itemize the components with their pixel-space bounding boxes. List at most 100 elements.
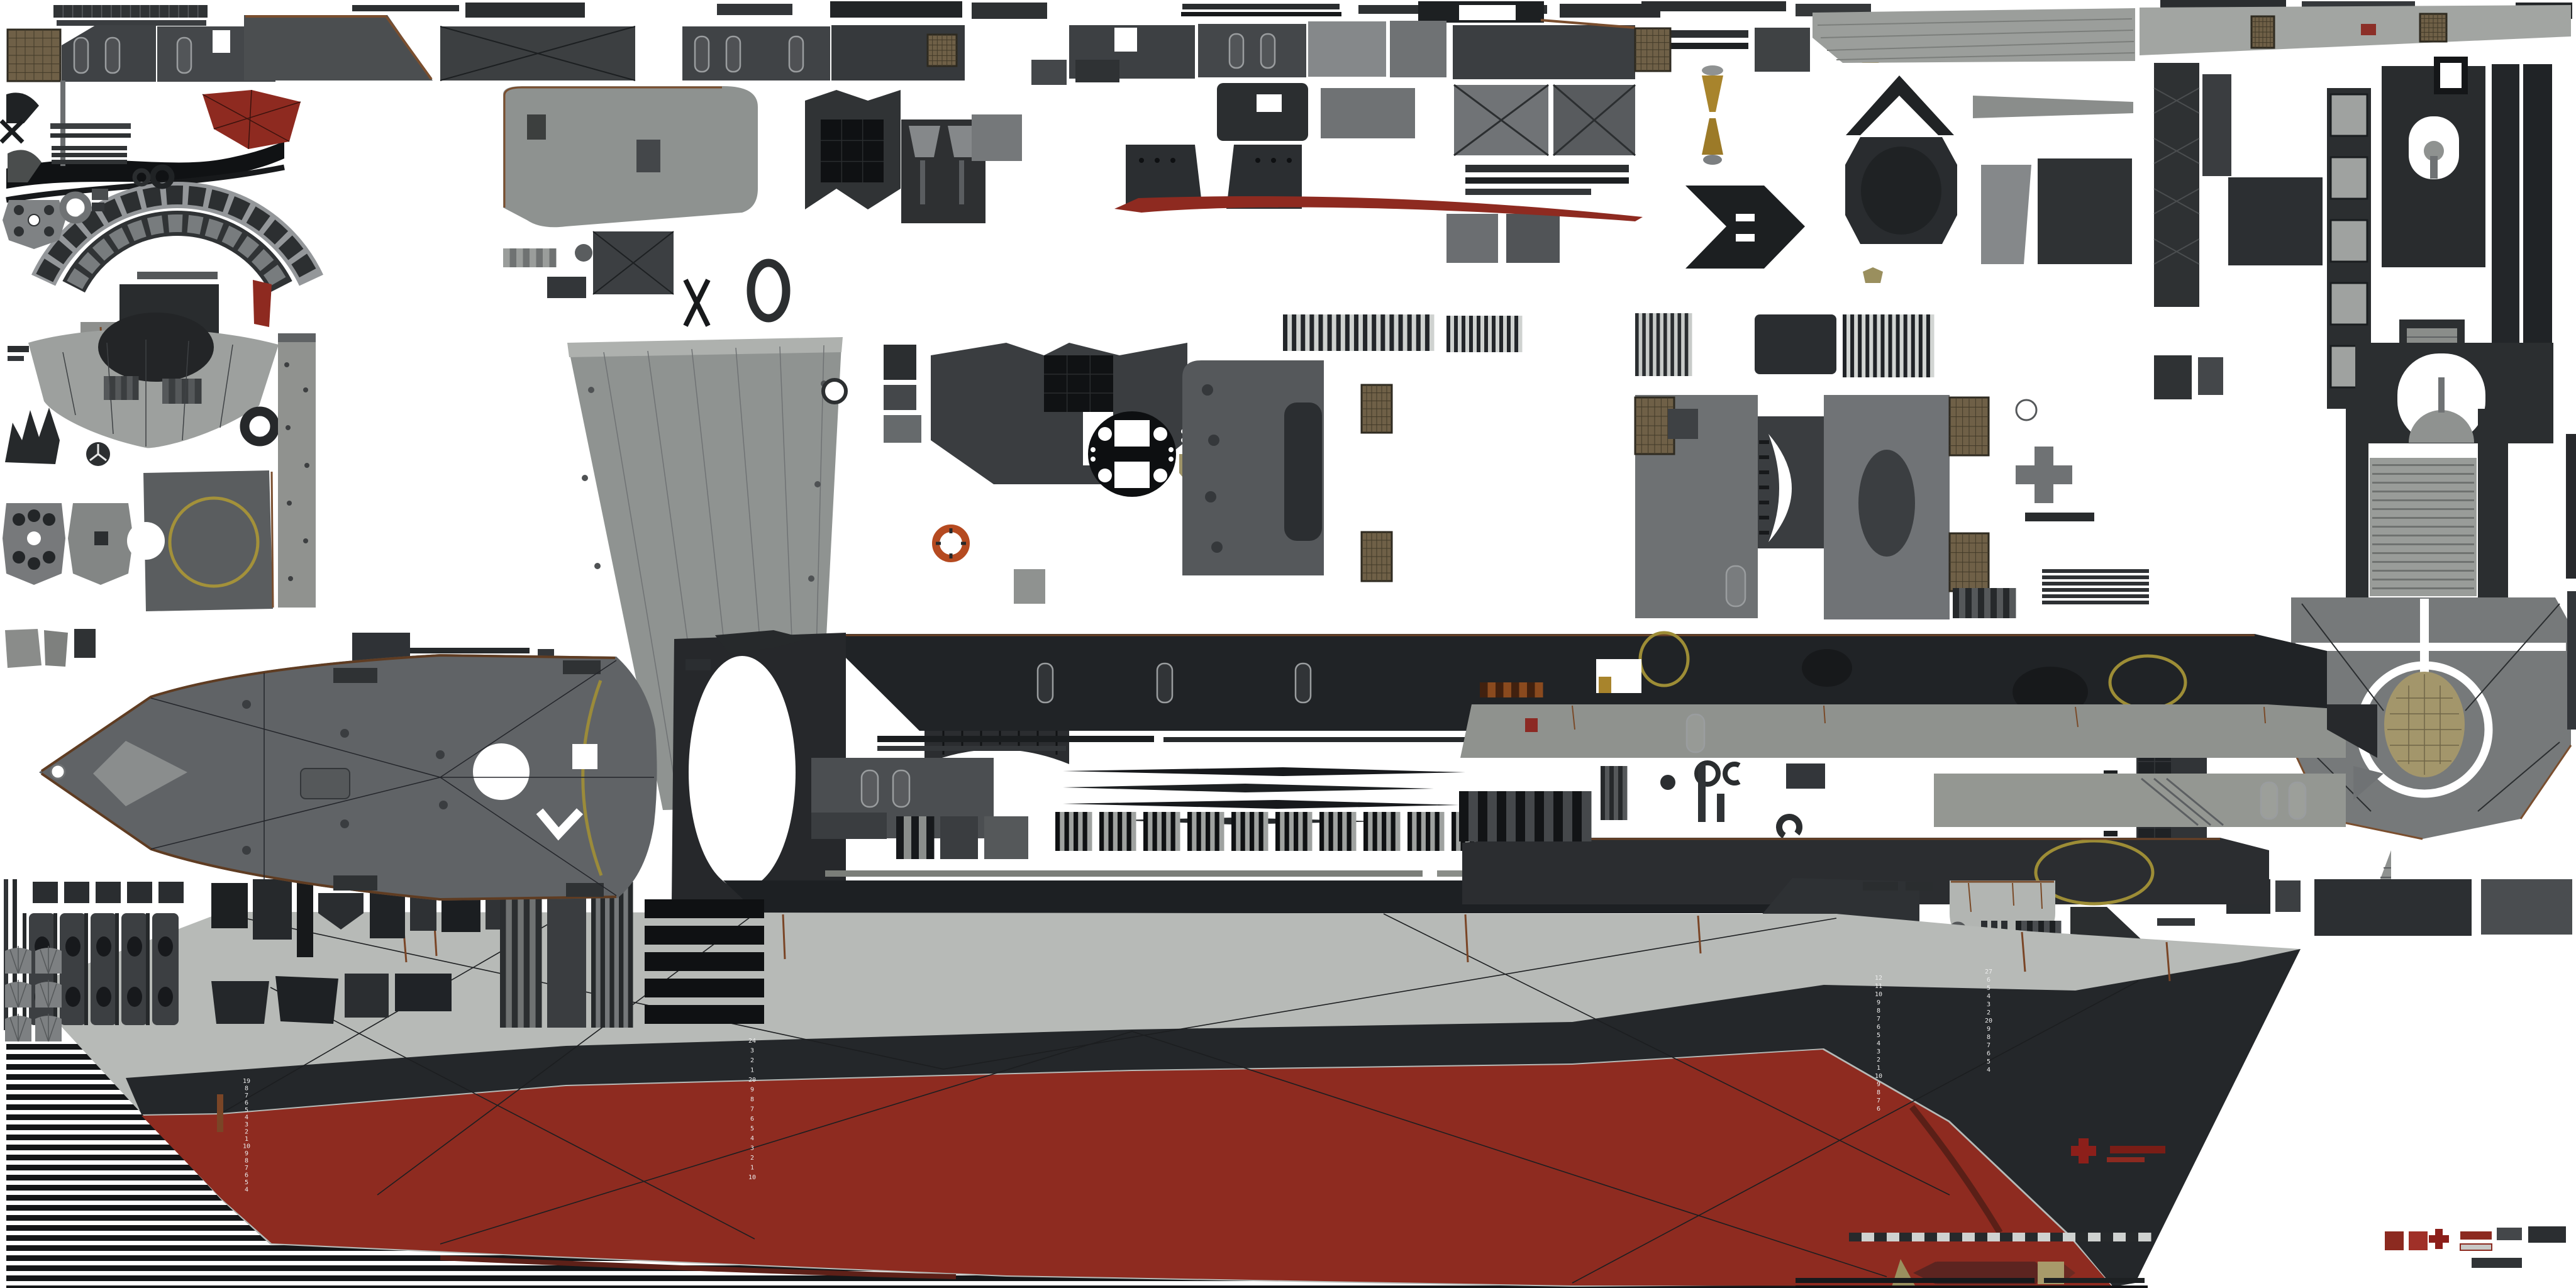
dashed-strip (1849, 1233, 2151, 1241)
capstan-row-2 (1099, 812, 1136, 851)
small-block-pair (972, 114, 1022, 161)
mast-lattice-grid (2153, 87, 2200, 265)
bottom-bar (1796, 1285, 2148, 1288)
spoke-disc-spokes (89, 444, 107, 462)
hull-antifouling-red (142, 1050, 2112, 1286)
hull-top-wedge-ribs (1817, 18, 2135, 60)
rusty-bow-plate-2 (44, 630, 68, 667)
yard-spar-3 (1063, 800, 1459, 809)
top-bits (1906, 882, 1933, 891)
aft-slab-gray (2481, 879, 2572, 935)
khaki-pentagon (1863, 267, 1883, 283)
mid-wall-doors (860, 769, 911, 808)
draft-mark-digit: 5 (245, 1179, 248, 1186)
strip-mesh-pane (2419, 13, 2448, 43)
capstan-row-7 (1319, 812, 1357, 851)
barcode-strips (1446, 316, 1523, 352)
thin-black-strip (877, 736, 1154, 742)
long-light-strip (825, 870, 1423, 877)
black-x-small (683, 279, 711, 327)
post-bar (1698, 764, 1706, 822)
gray-bit (2497, 1228, 2522, 1240)
fish-piece (715, 630, 808, 654)
gray-fan (8, 150, 42, 182)
kingpost-striped (591, 882, 633, 1028)
bollard-plate (146, 913, 179, 1025)
barcode-strips (1283, 314, 1435, 351)
hook-bits (8, 346, 29, 352)
bow-deck-diamond (93, 741, 187, 806)
mast-housing-slot (1257, 94, 1282, 112)
cyl-block (940, 816, 978, 859)
parts-column (884, 415, 921, 443)
bar-block (52, 146, 127, 164)
funnel-top-shade (1861, 147, 1941, 235)
fitting-poly (275, 976, 338, 1024)
gun-barrel-1 (920, 160, 925, 204)
draft-mark-digit: 4 (245, 1114, 248, 1121)
forecastle-fittings-2 (636, 140, 660, 172)
draft-mark-digit: 6 (1877, 1024, 1880, 1031)
wall-doors-3 (1198, 24, 1306, 77)
aft-bulkhead-door (1685, 713, 1706, 753)
wedge-fan (35, 946, 62, 974)
hull-bilge-shadow (440, 1255, 957, 1279)
wall-light (1308, 21, 1386, 77)
draft-marks-layer: 1987654321109876542432120987654321101211… (243, 969, 1992, 1194)
face-cutout-white (1768, 434, 1792, 542)
bow-deck-side-cut (689, 656, 796, 889)
aa-platform-hole (28, 214, 40, 226)
hangar-dome (2409, 410, 2474, 443)
window-pane-2 (2329, 156, 2368, 200)
strip (50, 123, 131, 129)
draft-mark-digit: 8 (1877, 1008, 1880, 1014)
deckhouse-mesh-3 (1948, 532, 1990, 592)
strip-door-mesh (2250, 15, 2275, 49)
striped-bar-right (2460, 1243, 2492, 1251)
top-strip (352, 5, 459, 11)
hangar-door-slats (2372, 464, 2474, 589)
x-piece (0, 119, 25, 144)
vstrip-block (503, 248, 557, 267)
boomerang-seams (62, 340, 233, 447)
searchlight-cap (1702, 65, 1723, 75)
draft-mark-digit: 3 (1877, 1048, 1880, 1055)
band-dark-blob-2 (1802, 649, 1852, 687)
wall-white-notch (213, 30, 230, 53)
aft-deck-2 (1462, 838, 2269, 904)
rusty-hull-strip-dots (284, 362, 309, 581)
gray-block (1446, 214, 1498, 263)
wedge-fan (5, 946, 31, 974)
black-fan (6, 92, 39, 123)
gray-bit (2472, 1258, 2522, 1268)
capstan-row-6 (1275, 812, 1313, 851)
c-arc-fitting (1723, 762, 1741, 786)
forecastle-deck-round (503, 86, 758, 228)
draft-mark-digit: 1 (750, 1165, 754, 1172)
draft-mark-digit: 8 (750, 1096, 754, 1103)
hull-top-wedge (1813, 8, 2135, 63)
aft-fan (2353, 766, 2384, 800)
wall-x-braces (440, 26, 636, 81)
roof-slab-edge (245, 15, 433, 80)
helideck-crossline (2296, 643, 2566, 651)
small-bits (1075, 60, 1119, 82)
turret-top-1-hole (27, 531, 41, 545)
strip (50, 133, 131, 138)
window-black-frame (2434, 57, 2468, 94)
red-cross-fitting (2071, 1146, 2096, 1156)
aft-bulkhead-2 (1934, 774, 2346, 827)
top-strip (717, 4, 792, 15)
turret-roof-dots (1091, 447, 1174, 462)
draft-mark-digit: 4 (1987, 1067, 1990, 1074)
draft-mark-digit: 7 (1877, 1016, 1880, 1023)
bow-deck-fitting (566, 883, 604, 897)
dark-pair (2198, 357, 2223, 395)
black-brace-slits (1736, 214, 1755, 221)
boomerang-vent-1 (104, 376, 139, 400)
thin-strip (1465, 189, 1591, 195)
flat-bar-2 (2157, 918, 2195, 926)
aft-deck-2-ring (2034, 839, 2155, 906)
fitting-dark (345, 974, 389, 1018)
